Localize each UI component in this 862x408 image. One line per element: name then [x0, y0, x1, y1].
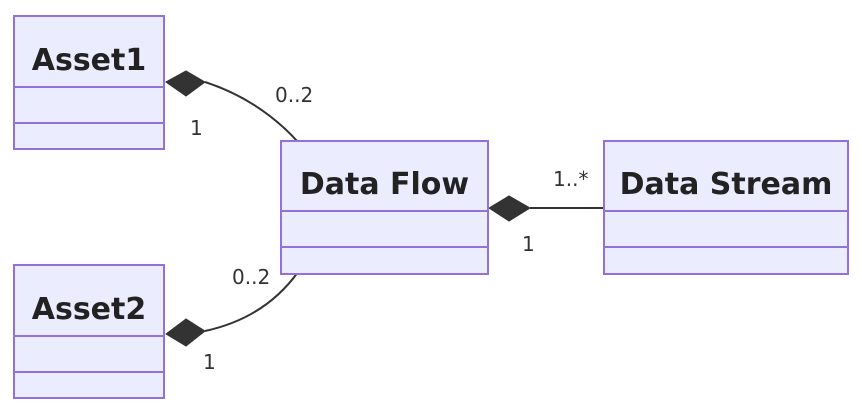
class-name-data-flow: Data Flow [300, 167, 469, 202]
relation-line-asset1-dataflow [204, 81, 299, 143]
class-box-asset1[interactable]: Asset1 [13, 15, 165, 150]
multiplicity-label-dataflow-end: 1 [522, 232, 535, 256]
relation-asset1-dataflow: 1 0..2 [165, 70, 313, 143]
class-box-border [13, 264, 165, 399]
multiplicity-label-asset1-end: 1 [190, 116, 203, 140]
multiplicity-label-datastream-end: 1..* [553, 167, 588, 191]
composition-diamond-icon [165, 318, 206, 347]
multiplicity-label-dataflow-end: 0..2 [232, 265, 270, 289]
class-box-border [603, 140, 849, 275]
multiplicity-label-asset2-end: 1 [203, 350, 216, 374]
class-box-border [280, 140, 489, 275]
composition-diamond-icon [165, 70, 206, 97]
class-box-border [13, 15, 165, 150]
multiplicity-label-dataflow-end: 0..2 [275, 83, 313, 107]
class-name-asset2: Asset2 [32, 292, 147, 327]
class-box-data-stream[interactable]: Data Stream [603, 140, 849, 275]
relation-dataflow-datastream: 1 1..* [488, 167, 604, 256]
relation-asset2-dataflow: 1 0..2 [165, 265, 299, 374]
class-name-asset1: Asset1 [32, 43, 147, 78]
composition-diamond-icon [488, 195, 531, 222]
relation-line-asset2-dataflow [204, 271, 299, 332]
class-box-asset2[interactable]: Asset2 [13, 264, 165, 399]
class-box-data-flow[interactable]: Data Flow [280, 140, 489, 275]
class-name-data-stream: Data Stream [620, 167, 833, 202]
